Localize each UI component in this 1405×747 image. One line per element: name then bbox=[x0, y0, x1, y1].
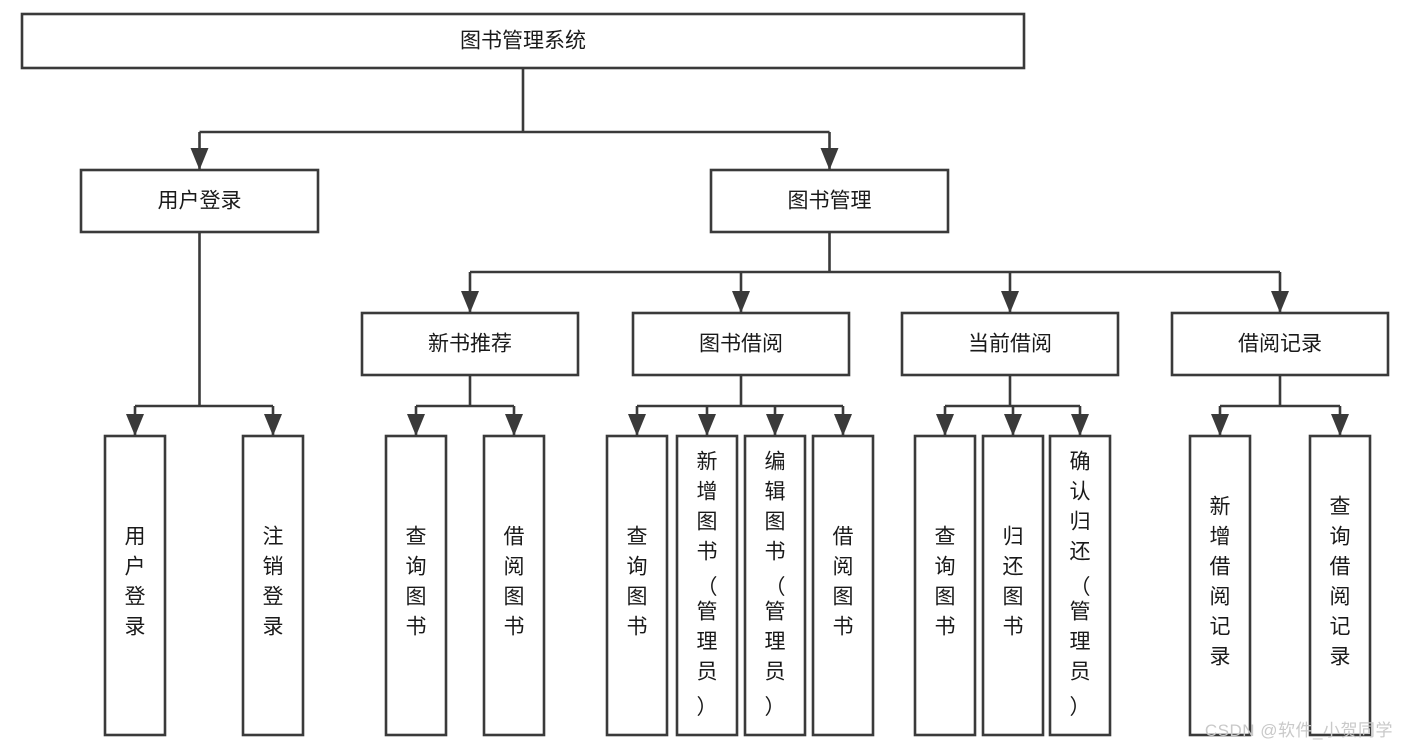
arrow-head-icon bbox=[936, 414, 954, 436]
node-module-图书管理[interactable]: 图书管理 bbox=[709, 168, 950, 234]
arrow-head-icon bbox=[1211, 414, 1229, 436]
node-box bbox=[981, 434, 1045, 737]
node-leaf-用户登录[interactable]: 用户登录 bbox=[103, 434, 167, 737]
node-submodule-新书推荐[interactable]: 新书推荐 bbox=[360, 311, 580, 377]
node-leaf-编辑图书管理员[interactable]: 编辑图书（管理员） bbox=[743, 434, 807, 737]
node-leaf-查询图书[interactable]: 查询图书 bbox=[384, 434, 448, 737]
node-submodule-借阅记录[interactable]: 借阅记录 bbox=[1170, 311, 1390, 377]
node-module-用户登录[interactable]: 用户登录 bbox=[79, 168, 320, 234]
node-box bbox=[384, 434, 448, 737]
node-leaf-查询借阅记录[interactable]: 查询借阅记录 bbox=[1308, 434, 1372, 737]
node-label: 用户登录 bbox=[125, 526, 146, 639]
node-box bbox=[241, 434, 305, 737]
node-label: 图书管理系统 bbox=[460, 30, 586, 53]
connector-layer bbox=[126, 68, 1349, 436]
node-box bbox=[103, 434, 167, 737]
node-label: 当前借阅 bbox=[968, 333, 1052, 356]
node-label: 借阅图书 bbox=[504, 526, 525, 639]
node-leaf-新增图书管理员[interactable]: 新增图书（管理员） bbox=[675, 434, 739, 737]
node-leaf-查询图书[interactable]: 查询图书 bbox=[913, 434, 977, 737]
node-leaf-借阅图书[interactable]: 借阅图书 bbox=[811, 434, 875, 737]
node-box bbox=[811, 434, 875, 737]
arrow-head-icon bbox=[766, 414, 784, 436]
node-label: 借阅记录 bbox=[1238, 333, 1322, 356]
node-label: 新书推荐 bbox=[428, 333, 512, 356]
node-root-图书管理系统[interactable]: 图书管理系统 bbox=[20, 12, 1026, 70]
node-box bbox=[913, 434, 977, 737]
node-label: 用户登录 bbox=[158, 190, 242, 213]
node-label: 确认归还（管理员） bbox=[1070, 451, 1091, 720]
arrow-head-icon bbox=[698, 414, 716, 436]
arrow-head-icon bbox=[505, 414, 523, 436]
node-box bbox=[900, 311, 1120, 377]
node-label: 查询图书 bbox=[935, 526, 956, 639]
node-box bbox=[1048, 434, 1112, 737]
node-box bbox=[20, 12, 1026, 70]
node-leaf-归还图书[interactable]: 归还图书 bbox=[981, 434, 1045, 737]
arrow-head-icon bbox=[1071, 414, 1089, 436]
node-leaf-新增借阅记录[interactable]: 新增借阅记录 bbox=[1188, 434, 1252, 737]
node-label: 借阅图书 bbox=[833, 526, 854, 639]
node-label: 新增借阅记录 bbox=[1210, 496, 1231, 669]
arrow-head-icon bbox=[628, 414, 646, 436]
node-box bbox=[675, 434, 739, 737]
node-box bbox=[709, 168, 950, 234]
node-leaf-借阅图书[interactable]: 借阅图书 bbox=[482, 434, 546, 737]
node-leaf-查询图书[interactable]: 查询图书 bbox=[605, 434, 669, 737]
arrow-head-icon bbox=[820, 148, 839, 170]
arrow-head-icon bbox=[126, 414, 144, 436]
node-box bbox=[79, 168, 320, 234]
node-submodule-图书借阅[interactable]: 图书借阅 bbox=[631, 311, 851, 377]
arrow-head-icon bbox=[732, 291, 750, 313]
node-leaf-注销登录[interactable]: 注销登录 bbox=[241, 434, 305, 737]
node-label: 注销登录 bbox=[263, 526, 284, 639]
csdn-watermark: CSDN @软件_小贺同学 bbox=[1204, 721, 1393, 740]
node-box bbox=[1170, 311, 1390, 377]
arrow-head-icon bbox=[190, 148, 209, 170]
arrow-head-icon bbox=[461, 291, 479, 313]
arrow-head-icon bbox=[407, 414, 425, 436]
arrow-head-icon bbox=[834, 414, 852, 436]
node-box bbox=[1308, 434, 1372, 737]
node-label: 图书管理 bbox=[788, 190, 872, 213]
node-label: 新增图书（管理员） bbox=[697, 451, 718, 720]
arrow-head-icon bbox=[1001, 291, 1019, 313]
node-box bbox=[360, 311, 580, 377]
node-box bbox=[605, 434, 669, 737]
arrow-head-icon bbox=[264, 414, 282, 436]
node-box bbox=[743, 434, 807, 737]
node-box bbox=[631, 311, 851, 377]
node-label: 图书借阅 bbox=[699, 333, 783, 356]
arrow-head-icon bbox=[1331, 414, 1349, 436]
node-label: 编辑图书（管理员） bbox=[765, 451, 786, 720]
node-label: 查询图书 bbox=[627, 526, 648, 639]
node-leaf-确认归还管理员[interactable]: 确认归还（管理员） bbox=[1048, 434, 1112, 737]
node-box bbox=[1188, 434, 1252, 737]
node-label: 查询图书 bbox=[406, 526, 427, 639]
node-layer: 图书管理系统用户登录图书管理新书推荐图书借阅当前借阅借阅记录用户登录注销登录查询… bbox=[20, 12, 1390, 737]
node-label: 查询借阅记录 bbox=[1330, 496, 1351, 669]
node-label: 归还图书 bbox=[1003, 526, 1024, 639]
arrow-head-icon bbox=[1271, 291, 1289, 313]
arrow-head-icon bbox=[1004, 414, 1022, 436]
node-box bbox=[482, 434, 546, 737]
node-submodule-当前借阅[interactable]: 当前借阅 bbox=[900, 311, 1120, 377]
